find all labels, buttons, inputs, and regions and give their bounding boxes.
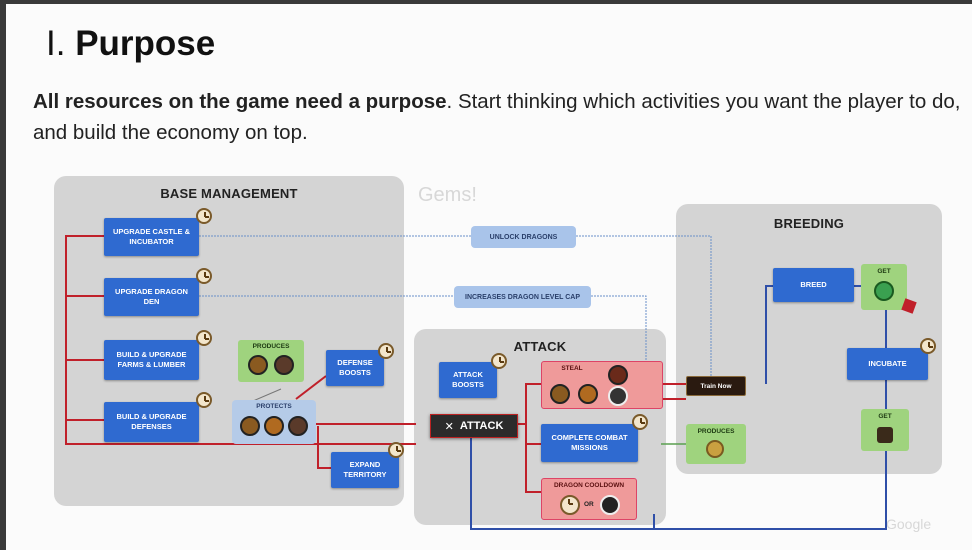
title-text: Purpose [75,24,216,63]
get-dragon-box: GET [861,409,909,451]
dragon-cooldown-box: DRAGON COOLDOWN OR [541,478,637,520]
attack-label: ATTACK [459,420,504,432]
food-icon [240,416,260,436]
gem-icon [706,440,724,458]
lumber-icon [274,355,294,375]
defenses-label: BUILD & UPGRADE DEFENSES [116,412,187,431]
clock-icon [196,208,212,224]
breed-box[interactable]: BREED [773,268,854,302]
protects-box: PROTECTS [232,400,316,444]
clock-icon [196,330,212,346]
subtitle: All resources on the game need a purpose… [33,86,963,148]
steal-box: STEAL [541,361,663,409]
clock-icon [196,268,212,284]
incubate-box[interactable]: INCUBATE [847,348,928,380]
clock-icon [560,495,580,515]
breed-label: BREED [800,280,827,289]
attack-boosts-label: ATTACK BOOSTS [452,370,484,389]
lumber-icon [264,416,284,436]
red-bus [65,235,416,445]
page-title: I. Purpose [46,24,215,64]
protects-label: PROTECTS [256,403,292,410]
watermark-gems: Gems! [418,184,477,206]
xp-icon [608,386,628,406]
unlock-dragons-label: UNLOCK DRAGONS [471,226,576,248]
produces-gems-box: PRODUCES [686,424,746,464]
egg-icon [874,281,894,301]
produces-label: PRODUCES [252,343,290,350]
upgrade-castle-label: UPGRADE CASTLE & INCUBATOR [112,227,191,246]
expand-territory-box[interactable]: EXPAND TERRITORY [331,452,399,488]
produces-box: PRODUCES [238,340,304,382]
red-line-expand [317,426,331,469]
red-line-steal [516,383,686,493]
connector-lines [65,235,887,530]
expand-label: EXPAND TERRITORY [343,460,387,479]
train-now-button[interactable]: Train Now [686,376,746,396]
dragon-cooldown-label: DRAGON COOLDOWN [553,482,625,489]
food-icon [550,384,570,404]
title-number: I. [46,24,66,63]
watermark-google: Google [886,516,932,532]
clock-icon [388,442,404,458]
clock-icon [196,392,212,408]
farms-label: BUILD & UPGRADE FARMS & LUMBER [116,350,187,369]
clock-icon [632,414,648,430]
dragon-icon [608,365,628,385]
get-egg-box: GET [861,264,907,310]
potion-icon [600,495,620,515]
slide: I. Purpose All resources on the game nee… [6,4,972,550]
get-egg-label: GET [877,268,891,275]
blue-line-return [470,437,887,530]
defenses-box[interactable]: BUILD & UPGRADE DEFENSES [104,402,199,442]
farms-box[interactable]: BUILD & UPGRADE FARMS & LUMBER [104,340,199,380]
or-label: OR [584,501,594,508]
train-now-label: Train Now [700,382,732,390]
produces-gems-label: PRODUCES [697,428,735,435]
swords-icon: ✕ [444,420,454,433]
lumber-icon [578,384,598,404]
blue-line-breed [765,285,861,384]
dragon-icon [288,416,308,436]
attack-boosts-box[interactable]: ATTACK BOOSTS [439,362,497,398]
combat-missions-label: COMPLETE COMBAT MISSIONS [551,433,628,452]
attack-button[interactable]: ✕ ATTACK [430,414,518,438]
clock-icon [378,343,394,359]
panel-title-attack: ATTACK [513,339,567,354]
upgrade-castle-box[interactable]: UPGRADE CASTLE & INCUBATOR [104,218,199,256]
combat-missions-box[interactable]: COMPLETE COMBAT MISSIONS [541,424,638,462]
subtitle-rest: . Start thinking which activities you wa… [33,90,961,144]
get-dragon-label: GET [878,413,892,420]
upgrade-den-label: UPGRADE DRAGON DEN [115,287,188,306]
defense-boosts-box[interactable]: DEFENSE BOOSTS [326,350,384,386]
upgrade-den-box[interactable]: UPGRADE DRAGON DEN [104,278,199,316]
food-icon [248,355,268,375]
blue-line-cap [199,295,647,379]
defense-boosts-label: DEFENSE BOOSTS [337,358,373,377]
panel-title-base-management: BASE MANAGEMENT [160,186,298,201]
red-line-boosts [295,375,327,400]
clock-icon [491,353,507,369]
incubate-label: INCUBATE [868,359,907,368]
subtitle-bold: All resources on the game need a purpose [33,90,447,113]
clock-icon [920,338,936,354]
dragon-icon [877,427,893,443]
blue-line-unlock [199,235,712,379]
dragon-level-cap-label: INCREASES DRAGON LEVEL CAP [454,286,591,308]
panel-title-breeding: BREEDING [773,216,845,231]
steal-label: STEAL [561,365,583,372]
